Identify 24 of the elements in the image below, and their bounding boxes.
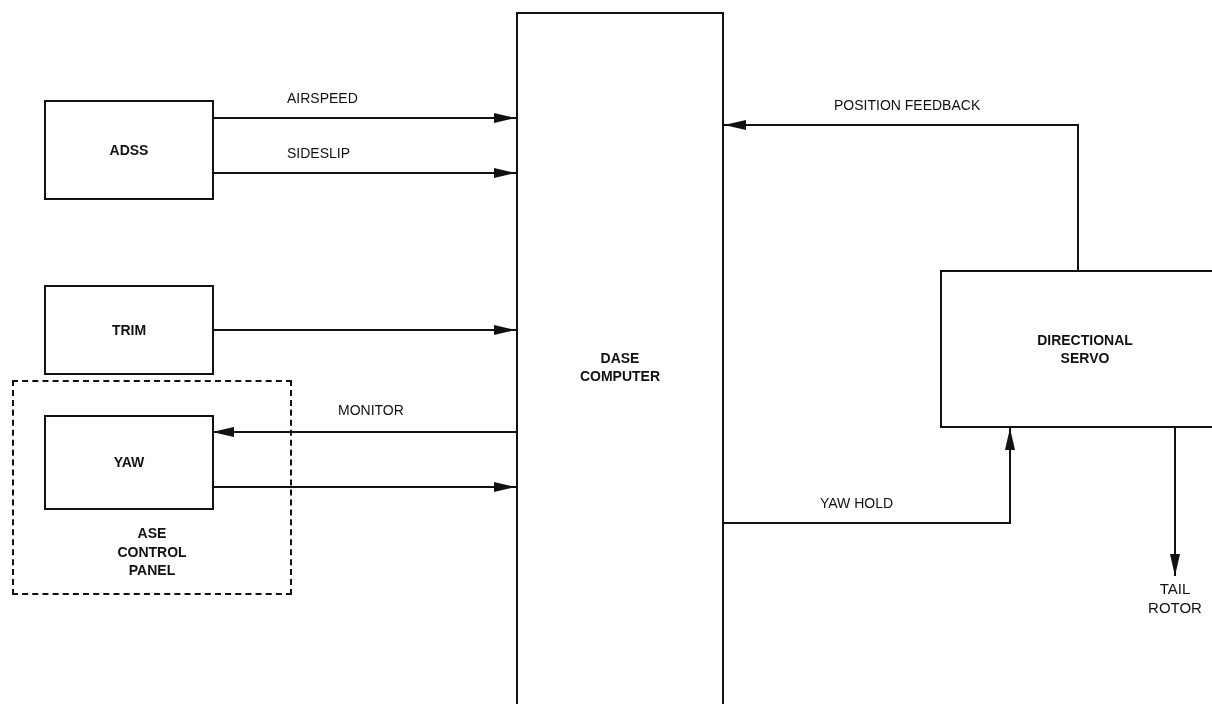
arrow bbox=[213, 325, 517, 335]
process-box bbox=[44, 100, 214, 200]
edge-label: SIDESLIP bbox=[285, 145, 353, 161]
panel-group bbox=[12, 380, 292, 595]
process-box bbox=[940, 270, 1212, 428]
box-label: YAW bbox=[113, 453, 145, 472]
arrow bbox=[1170, 427, 1180, 577]
output-label: TAIL ROTOR bbox=[1147, 578, 1203, 618]
box-label: TRIM bbox=[111, 320, 147, 340]
box-label: ASE CONTROL PANEL bbox=[116, 524, 188, 579]
box-label: DIRECTIONAL SERVO bbox=[1036, 330, 1134, 368]
process-box bbox=[44, 285, 214, 375]
edge-label: YAW HOLD bbox=[818, 495, 896, 511]
computer-box bbox=[516, 12, 724, 704]
arrow bbox=[723, 427, 1015, 524]
arrow bbox=[723, 120, 1079, 271]
edge-label: POSITION FEEDBACK bbox=[832, 97, 983, 113]
box-label: ADSS bbox=[109, 140, 149, 160]
process-box bbox=[44, 415, 214, 510]
arrow bbox=[213, 168, 517, 178]
edge-label: MONITOR bbox=[336, 402, 406, 418]
box-label: DASE COMPUTER bbox=[578, 348, 662, 386]
arrow bbox=[213, 113, 517, 123]
edge-label: AIRSPEED bbox=[285, 90, 360, 106]
